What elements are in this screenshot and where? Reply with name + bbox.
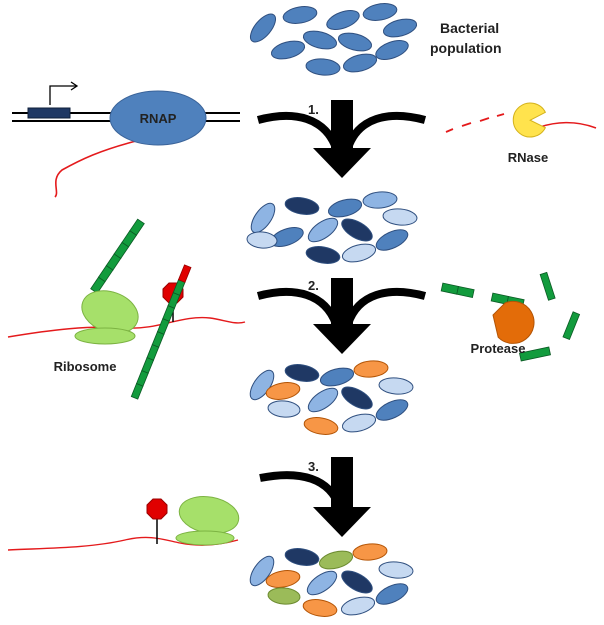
promoter-box (27, 107, 71, 119)
population-initial (249, 3, 418, 76)
step-2-label: 2. (308, 278, 319, 293)
rnap-polymerase (109, 90, 207, 146)
population-final (249, 543, 414, 617)
protease-label: Protease (471, 341, 526, 356)
population-after-step-2 (249, 360, 414, 435)
step-1-label: 1. (308, 102, 319, 117)
ribosome-small-subunit (74, 327, 136, 345)
population-after-step-1 (246, 191, 418, 264)
bacterial-population-label-line1: Bacterial (440, 20, 499, 36)
mrna-transcript (54, 139, 141, 198)
ribosome-small-subunit-3 (175, 530, 235, 546)
arrow-step-3 (259, 457, 371, 537)
rnase-degradation: RNase (445, 102, 597, 165)
bacterial-population-label-line2: population (430, 40, 502, 56)
step-3-label: 3. (308, 459, 319, 474)
mrna-strand-2 (7, 316, 246, 338)
stop-sign-icon (146, 498, 168, 544)
nascent-peptide-2 (90, 218, 145, 294)
translation-tagged (7, 264, 240, 551)
dna-transcription: RNAP (12, 81, 240, 198)
rnap-label: RNAP (140, 111, 177, 126)
degradation-tag (177, 264, 192, 283)
arrow-step-2 (256, 278, 427, 354)
rnase-label: RNase (508, 150, 548, 165)
protease-degradation: Protease (440, 271, 581, 362)
nascent-peptide-3 (130, 264, 192, 400)
protease-icon (492, 300, 535, 344)
bent-arrow-promoter-icon (49, 81, 79, 105)
rnase-pacman-icon (512, 102, 547, 138)
translation-normal: Ribosome (7, 218, 246, 374)
ribosome-label: Ribosome (54, 359, 117, 374)
arrow-step-1 (256, 100, 427, 178)
